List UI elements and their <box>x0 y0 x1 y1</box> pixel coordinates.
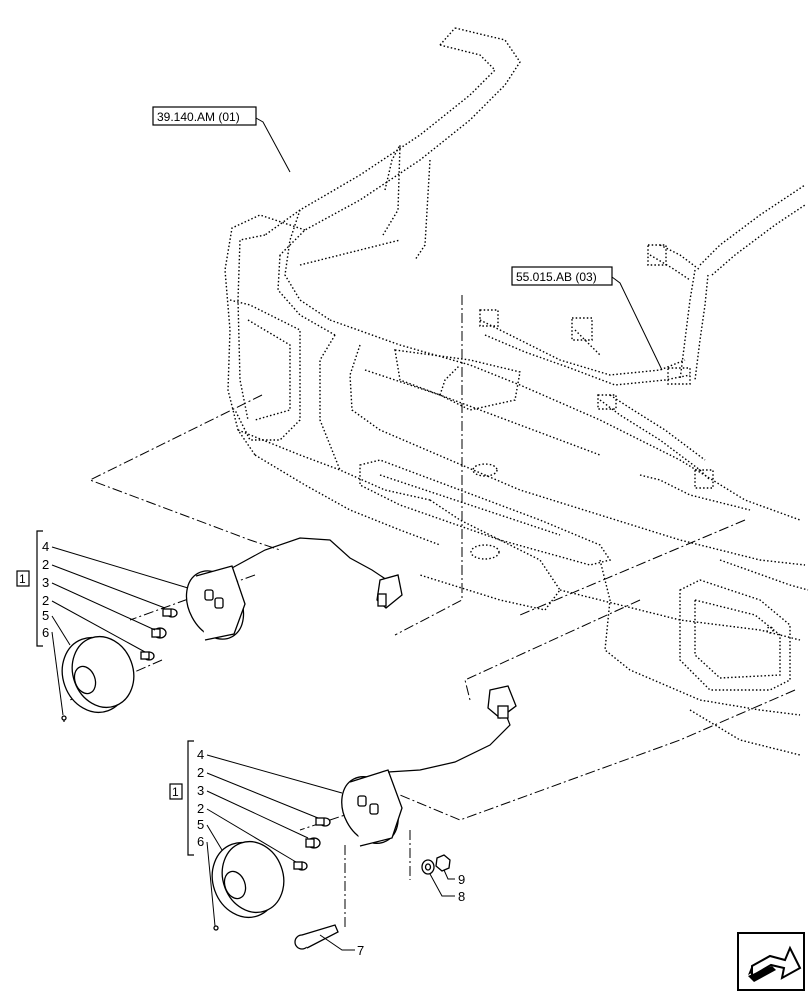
lower-lamp-wire <box>387 711 511 773</box>
upper-callout-3: 3 <box>42 575 49 590</box>
lower-callout-4: 2 <box>197 801 204 816</box>
harness-reference[interactable]: 55.015.AB (03) <box>511 266 613 286</box>
upper-callout-1: 4 <box>42 539 49 554</box>
hardware-callouts: 7 8 9 <box>319 869 465 958</box>
lower-screw-c <box>293 861 308 871</box>
lower-callout-6: 6 <box>197 834 204 849</box>
lower-group-label: 1 <box>172 785 179 799</box>
upper-callout-5: 5 <box>42 608 49 623</box>
lower-lamp-housing <box>341 769 403 847</box>
upper-callout-2: 2 <box>42 557 49 572</box>
upper-screw-a <box>162 608 178 618</box>
upper-screw-b <box>151 627 167 639</box>
lower-lens-cover <box>211 840 285 918</box>
upper-lamp-assembly <box>61 537 403 722</box>
upper-lamp-wire <box>231 537 391 583</box>
frame-reference[interactable]: 39.140.AM (01) <box>152 106 257 126</box>
upper-lamp-housing <box>185 565 246 641</box>
nut-callout: 9 <box>458 872 465 887</box>
upper-callout-4: 2 <box>42 593 49 608</box>
bolt-callout: 7 <box>357 943 364 958</box>
bolt <box>294 924 339 950</box>
harness-hoses-phantom <box>479 184 806 489</box>
projection-lines <box>69 295 796 930</box>
lower-callout-1: 4 <box>197 747 204 762</box>
upper-group-label: 1 <box>19 572 26 586</box>
nut <box>435 854 451 872</box>
upper-lamp-connector <box>376 574 403 609</box>
upper-lens-cover <box>61 635 135 713</box>
lower-screw-b <box>305 837 321 849</box>
upper-callout-6: 6 <box>42 625 49 640</box>
harness-reference-label: 55.015.AB (03) <box>516 270 597 284</box>
lower-callout-group: 1 4 2 3 2 5 6 <box>169 740 343 927</box>
lower-lamp-assembly <box>211 685 517 950</box>
next-page-arrow-icon[interactable] <box>737 932 805 991</box>
lower-callout-2: 2 <box>197 765 204 780</box>
cab-frame-phantom <box>224 27 809 756</box>
lower-callout-3: 3 <box>197 783 204 798</box>
upper-screw-c <box>140 651 155 661</box>
washer-callout: 8 <box>458 889 465 904</box>
washer <box>421 859 435 875</box>
upper-callout-group: 1 4 2 3 2 5 6 <box>16 530 189 716</box>
lower-lamp-connector <box>487 685 517 719</box>
lower-screw-a <box>315 817 331 827</box>
lower-callout-5: 5 <box>197 817 204 832</box>
frame-reference-label: 39.140.AM (01) <box>157 110 240 124</box>
